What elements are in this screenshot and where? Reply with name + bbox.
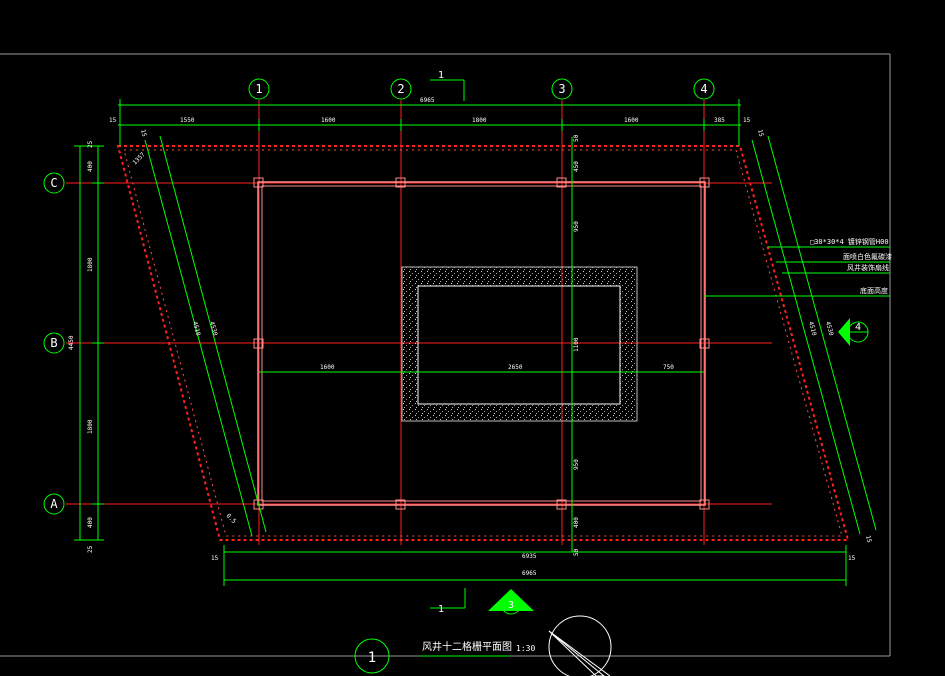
dim-diag-left-bottom: 0.5 bbox=[225, 512, 238, 525]
section-mark-bottom-triangle: 3 bbox=[508, 600, 514, 611]
dim-left-seg-5: 400 bbox=[87, 517, 94, 528]
title-number: 1 bbox=[368, 650, 376, 666]
dim-top-seg-5: 1600 bbox=[624, 117, 639, 124]
axis-bubbles bbox=[43, 78, 715, 515]
dim-diag-left-inner: 4510 bbox=[191, 321, 202, 337]
annotation-height: 底面高度 bbox=[860, 286, 888, 295]
dim-top-seg-2: 1550 bbox=[180, 117, 195, 124]
dim-bottom-right-edge: 15 bbox=[848, 555, 856, 562]
dim-center-v-2: 950 bbox=[573, 221, 580, 232]
axis-lines bbox=[66, 100, 772, 545]
inner-frame bbox=[253, 177, 710, 510]
section-arrow-right bbox=[838, 318, 850, 346]
dim-center-v-1: 450 bbox=[573, 161, 580, 172]
dim-left-seg-4: 1800 bbox=[87, 419, 94, 434]
north-arrow-icon bbox=[548, 615, 612, 676]
dim-left-seg-2: 400 bbox=[87, 161, 94, 172]
dim-diag-right-inner: 4510 bbox=[807, 321, 818, 337]
dim-left-seg-1: 25 bbox=[87, 140, 94, 148]
dim-bottom-inner: 6935 bbox=[522, 553, 537, 560]
drawing-frame bbox=[0, 53, 891, 657]
annotation-line: 风井装饰扇线 bbox=[847, 263, 889, 272]
dim-bottom-overall: 6965 bbox=[522, 570, 537, 577]
dim-top-seg-3: 1600 bbox=[321, 117, 336, 124]
dim-left-seg-6: 25 bbox=[87, 545, 94, 553]
dim-center-top-small: 50 bbox=[573, 134, 580, 142]
dim-left-overall: 4450 bbox=[68, 335, 75, 350]
dim-center-v-5: 400 bbox=[573, 517, 580, 528]
section-arrow-bottom bbox=[488, 589, 534, 611]
axis-label-col-4: 4 bbox=[700, 82, 707, 96]
dim-top-seg-6: 385 bbox=[714, 117, 725, 124]
dim-center-bottom-small: 50 bbox=[573, 548, 580, 556]
dim-bottom-left-edge: 15 bbox=[211, 555, 219, 562]
axis-label-row-c: C bbox=[50, 176, 57, 190]
dim-diag-right-top: 15 bbox=[756, 129, 765, 138]
axis-label-col-3: 3 bbox=[558, 82, 565, 96]
outer-hatched-outline bbox=[116, 145, 850, 541]
drawing-title: 风井十二格栅平面图 bbox=[422, 640, 512, 653]
leader-annotations: □30*30*4 镀锌钢管H00 面喷白色氟碳漆 风井装饰扇线 底面高度 bbox=[810, 237, 892, 295]
axis-label-row-b: B bbox=[50, 336, 57, 350]
dim-top-overall: 6965 bbox=[420, 97, 435, 104]
dim-top-seg-1: 15 bbox=[109, 117, 117, 124]
section-marks: 1 1 4 3 bbox=[438, 70, 869, 615]
annotation-paint: 面喷白色氟碳漆 bbox=[843, 252, 892, 261]
title-block: 1 风井十二格栅平面图 1:30 bbox=[354, 638, 535, 674]
dim-top-seg-7: 15 bbox=[743, 117, 751, 124]
dim-diag-right-outer: 4530 bbox=[824, 321, 835, 337]
dim-top-seg-4: 1800 bbox=[472, 117, 487, 124]
row-axis-labels: C B A bbox=[50, 176, 58, 511]
dim-left-seg-3: 1800 bbox=[87, 257, 94, 272]
section-mark-right: 4 bbox=[855, 322, 861, 333]
drawing-scale: 1:30 bbox=[516, 644, 535, 653]
dimension-lines bbox=[74, 79, 890, 657]
dim-diag-left-corner: 1357 bbox=[131, 151, 146, 166]
column-axis-labels: 1 2 3 4 bbox=[255, 82, 707, 96]
axis-label-col-1: 1 bbox=[255, 82, 262, 96]
section-mark-top: 1 bbox=[438, 70, 444, 81]
dim-center-v-3: 1100 bbox=[573, 337, 580, 352]
dim-center-h-1: 1600 bbox=[320, 364, 335, 371]
section-mark-bottom: 1 bbox=[438, 604, 444, 615]
title-number-bubble bbox=[354, 638, 390, 674]
dim-diag-left-outer: 4530 bbox=[208, 321, 219, 337]
annotation-pipe: □30*30*4 镀锌钢管H00 bbox=[810, 237, 889, 246]
dim-center-v-4: 950 bbox=[573, 459, 580, 470]
dim-diag-left-top: 15 bbox=[139, 129, 148, 138]
dim-center-h-3: 750 bbox=[663, 364, 674, 371]
axis-label-row-a: A bbox=[50, 497, 58, 511]
central-shaft bbox=[401, 266, 638, 422]
dim-diag-right-bottom: 15 bbox=[864, 535, 873, 544]
axis-label-col-2: 2 bbox=[397, 82, 404, 96]
dim-center-h-2: 2650 bbox=[508, 364, 523, 371]
